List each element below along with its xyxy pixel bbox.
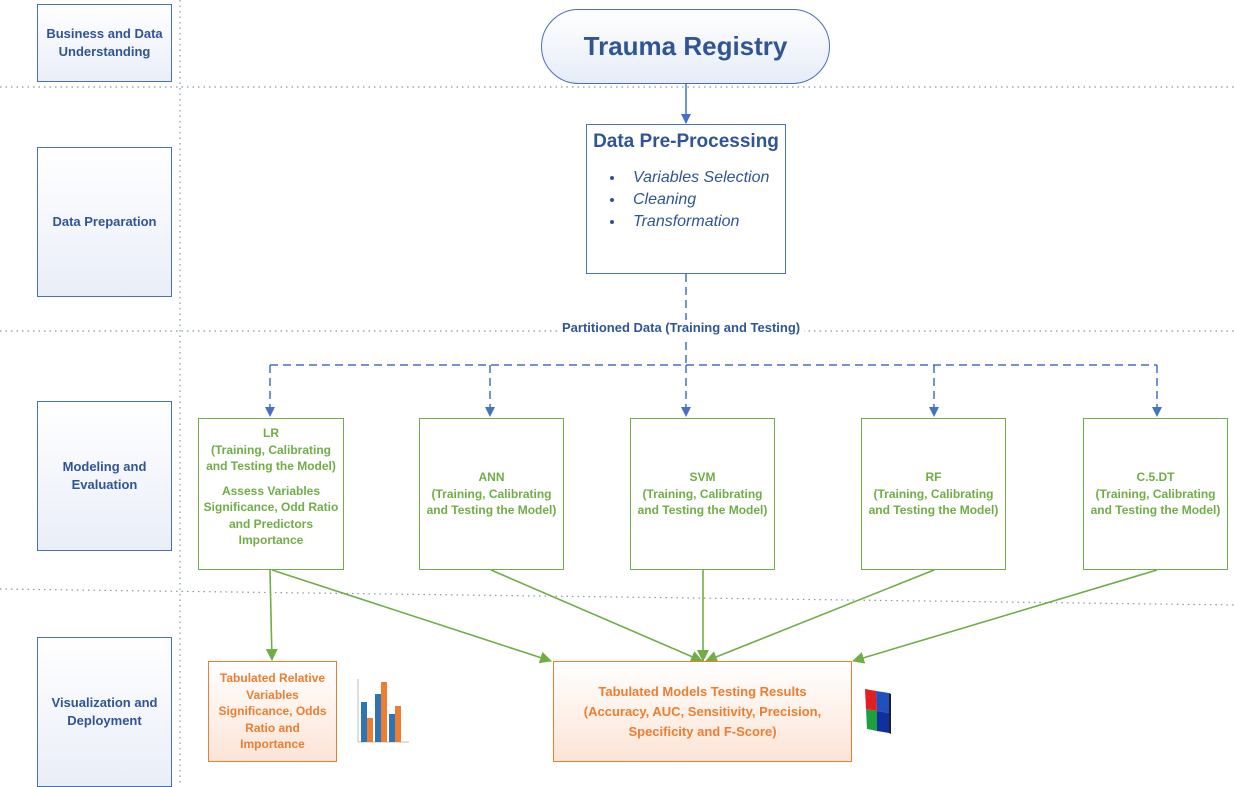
preprocessing-title: Data Pre-Processing — [593, 131, 779, 152]
trauma-registry-node: Trauma Registry — [541, 9, 830, 84]
color-matrix-icon — [865, 689, 891, 734]
model-svm: SVM (Training, Calibrating and Testing t… — [630, 418, 775, 570]
trauma-registry-label: Trauma Registry — [583, 31, 788, 61]
phase-modeling-evaluation: Modeling and Evaluation — [37, 401, 172, 551]
result-arrows — [265, 569, 1158, 664]
output-label: Tabulated Relative Variables Significanc… — [218, 671, 327, 752]
model-lr: LR (Training, Calibrating and Testing th… — [198, 418, 344, 570]
preprocessing-node: Data Pre-Processing Variables Selection … — [586, 124, 786, 274]
partition-split — [265, 274, 1162, 417]
model-name: LR — [263, 426, 279, 440]
model-detail: (Training, Calibrating and Testing the M… — [206, 442, 336, 474]
preprocessing-steps: Variables Selection Cleaning Transformat… — [591, 167, 781, 233]
model-c5dt: C.5.DT (Training, Calibrating and Testin… — [1083, 418, 1228, 570]
phase-label: Visualization and Deployment — [51, 694, 158, 728]
model-detail: (Training, Calibrating and Testing the M… — [426, 486, 557, 518]
partition-label: Partitioned Data (Training and Testing) — [558, 320, 805, 335]
list-item: Cleaning — [625, 189, 781, 211]
phase-label: Data Preparation — [52, 213, 157, 229]
list-item: Variables Selection — [625, 167, 781, 189]
phase-label: Business and Data Understanding — [46, 25, 163, 59]
output-models-results: Tabulated Models Testing Results (Accura… — [553, 661, 852, 762]
model-name: ANN — [478, 470, 505, 485]
bar-chart-icon — [357, 679, 409, 743]
model-detail: (Training, Calibrating and Testing the M… — [1090, 486, 1221, 518]
model-extra: Assess Variables Significance, Odd Ratio… — [203, 483, 339, 548]
model-name: C.5.DT — [1136, 470, 1175, 485]
model-detail: (Training, Calibrating and Testing the M… — [637, 486, 768, 518]
model-rf: RF (Training, Calibrating and Testing th… — [861, 418, 1006, 570]
phase-label: Modeling and Evaluation — [62, 458, 147, 492]
list-item: Transformation — [625, 211, 781, 233]
phase-visualization-deployment: Visualization and Deployment — [37, 637, 172, 787]
output-label: Tabulated Models Testing Results (Accura… — [583, 683, 822, 739]
phase-data-preparation: Data Preparation — [37, 147, 172, 297]
model-name: SVM — [689, 470, 716, 485]
phase-business-understanding: Business and Data Understanding — [37, 4, 172, 82]
model-name: RF — [925, 470, 942, 485]
output-variables-table: Tabulated Relative Variables Significanc… — [208, 661, 337, 762]
model-detail: (Training, Calibrating and Testing the M… — [868, 486, 999, 518]
model-ann: ANN (Training, Calibrating and Testing t… — [419, 418, 564, 570]
